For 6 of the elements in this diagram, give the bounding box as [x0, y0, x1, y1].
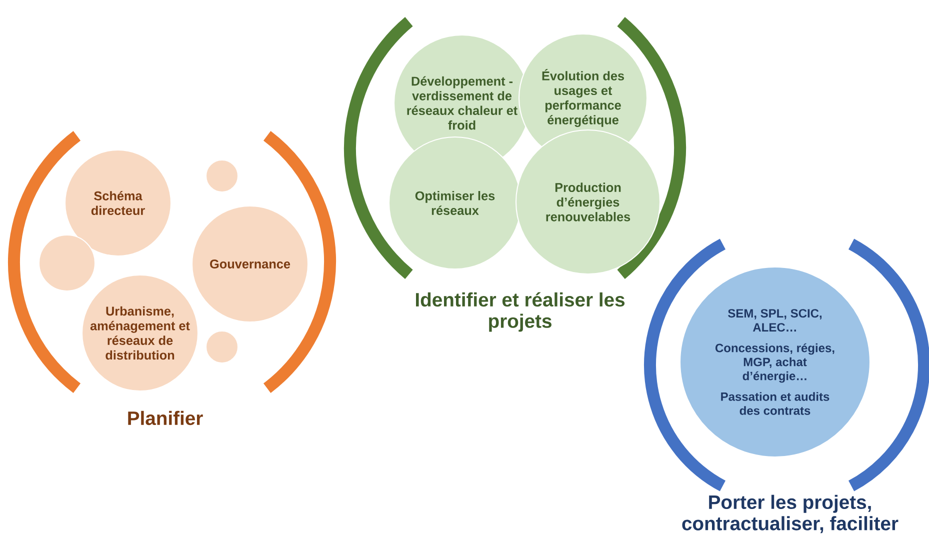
circle: [205, 330, 239, 364]
group-title: Planifier: [128, 410, 203, 426]
circle: [38, 234, 96, 292]
group-title: Identifier et réaliser les projets: [416, 292, 624, 332]
group-title: Porter les projets, contractualiser, faciliter: [682, 494, 898, 534]
circle: [205, 159, 239, 193]
